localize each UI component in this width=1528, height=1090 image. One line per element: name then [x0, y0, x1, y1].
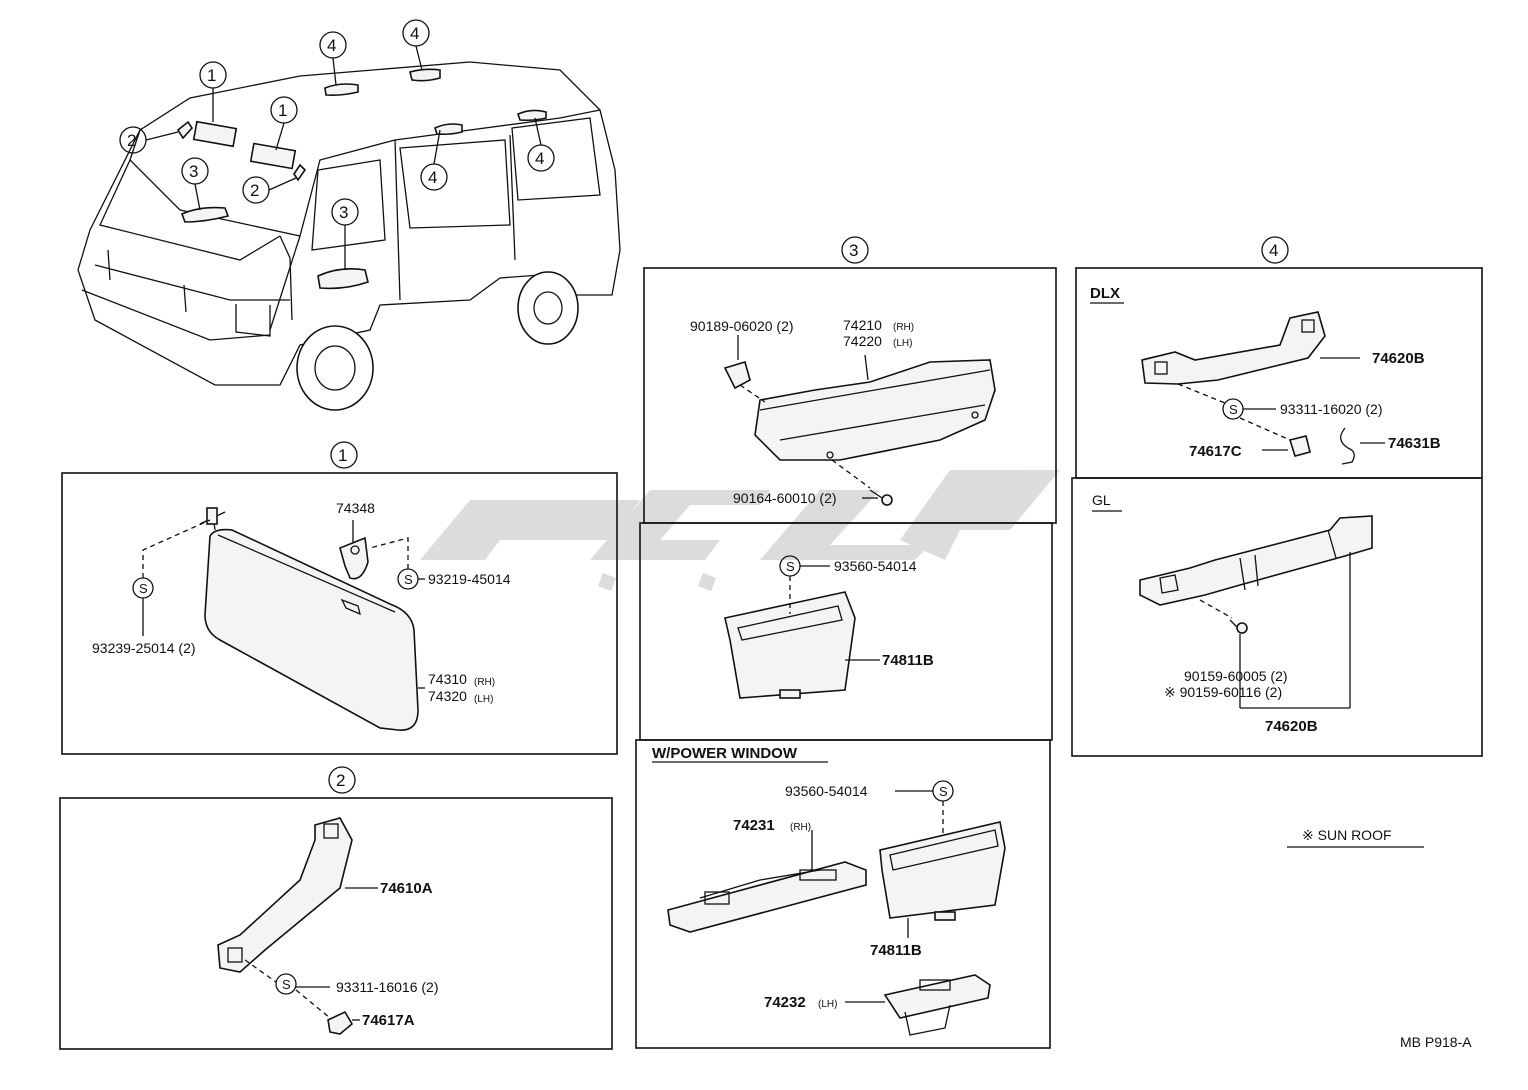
part-74210-sub: (RH) [893, 322, 914, 333]
part-74610A: 74610A [380, 880, 433, 897]
part-74210: 74210 [843, 317, 882, 333]
gl-title: GL [1092, 492, 1111, 508]
section-1-number: 1 [338, 446, 347, 465]
section-2-number: 2 [336, 771, 345, 790]
legend: ※ SUN ROOF MB P918-A [1287, 827, 1472, 1050]
part-90164-60010: 90164-60010 (2) [733, 490, 837, 506]
sunroof-note: ※ SUN ROOF [1302, 827, 1392, 843]
part-74231: 74231 [733, 817, 775, 834]
part-93219-45014: 93219-45014 [428, 571, 511, 587]
section-3-number: 3 [849, 241, 858, 260]
part-74620B-gl: 74620B [1265, 718, 1318, 735]
part-90159-60116: ※ 90159-60116 (2) [1164, 684, 1282, 700]
part-74620B-dlx: 74620B [1372, 350, 1425, 367]
s-mark-93311-16016: S [282, 977, 291, 992]
s-mark-93239: S [139, 581, 148, 596]
callout-3b: 3 [339, 203, 348, 222]
callout-4d: 4 [535, 149, 544, 168]
callout-4b: 4 [410, 24, 419, 43]
part-74811B-b: 74811B [870, 942, 922, 959]
s-mark-93560a: S [786, 559, 795, 574]
part-90189-06020: 90189-06020 (2) [690, 318, 794, 334]
watermark-logo [420, 470, 1060, 591]
power-window-title: W/POWER WINDOW [652, 745, 798, 762]
callout-1a: 1 [207, 66, 216, 85]
van-illustration [77, 61, 621, 411]
part-74310: 74310 [428, 671, 467, 687]
power-window-section: W/POWER WINDOW S 93560-54014 74231 (RH) … [635, 739, 1051, 1049]
part-93560-54014-b: 93560-54014 [785, 783, 868, 799]
section-3: 3 90189-06020 (2) 74210 (RH) 74220 (LH) … [639, 236, 1057, 741]
part-74631B: 74631B [1388, 435, 1441, 452]
callout-1b: 1 [278, 101, 287, 120]
part-93311-16020: 93311-16020 (2) [1280, 401, 1382, 417]
callout-2b: 2 [250, 181, 259, 200]
part-74231-sub: (RH) [790, 822, 811, 833]
part-90159-60005: 90159-60005 (2) [1184, 668, 1288, 684]
section-4-number: 4 [1269, 241, 1278, 260]
section-1: 1 S S 74348 93219-45014 93239-25014 (2) … [61, 441, 618, 755]
section-4: 4 DLX S 74620B 93311-16020 (2) 74617C 74… [1071, 236, 1483, 757]
part-74320-sub: (LH) [474, 694, 493, 705]
part-74320: 74320 [428, 688, 467, 704]
part-93311-16016: 93311-16016 (2) [336, 979, 438, 995]
part-74220-sub: (LH) [893, 338, 912, 349]
s-mark-93219: S [404, 572, 413, 587]
figure-code: MB P918-A [1400, 1034, 1472, 1050]
part-74232: 74232 [764, 994, 806, 1011]
dlx-title: DLX [1090, 285, 1120, 302]
s-mark-93311-16020: S [1229, 402, 1238, 417]
part-74617A: 74617A [362, 1012, 415, 1029]
callout-4a: 4 [327, 36, 336, 55]
van-callouts: 1 1 2 2 3 3 4 4 4 4 [119, 19, 555, 270]
callout-2a: 2 [127, 131, 136, 150]
section-2: 2 S 74610A 93311-16016 (2) 74617A [59, 766, 613, 1050]
s-mark-93560b: S [939, 784, 948, 799]
callout-3a: 3 [189, 162, 198, 181]
part-74220: 74220 [843, 333, 882, 349]
part-93239-25014: 93239-25014 (2) [92, 640, 196, 656]
part-74310-sub: (RH) [474, 677, 495, 688]
part-74232-sub: (LH) [818, 999, 837, 1010]
part-93560-54014-a: 93560-54014 [834, 558, 917, 574]
part-74348: 74348 [336, 500, 375, 516]
callout-4c: 4 [428, 168, 437, 187]
part-74617C: 74617C [1189, 443, 1242, 460]
part-74811B-a: 74811B [882, 652, 934, 669]
